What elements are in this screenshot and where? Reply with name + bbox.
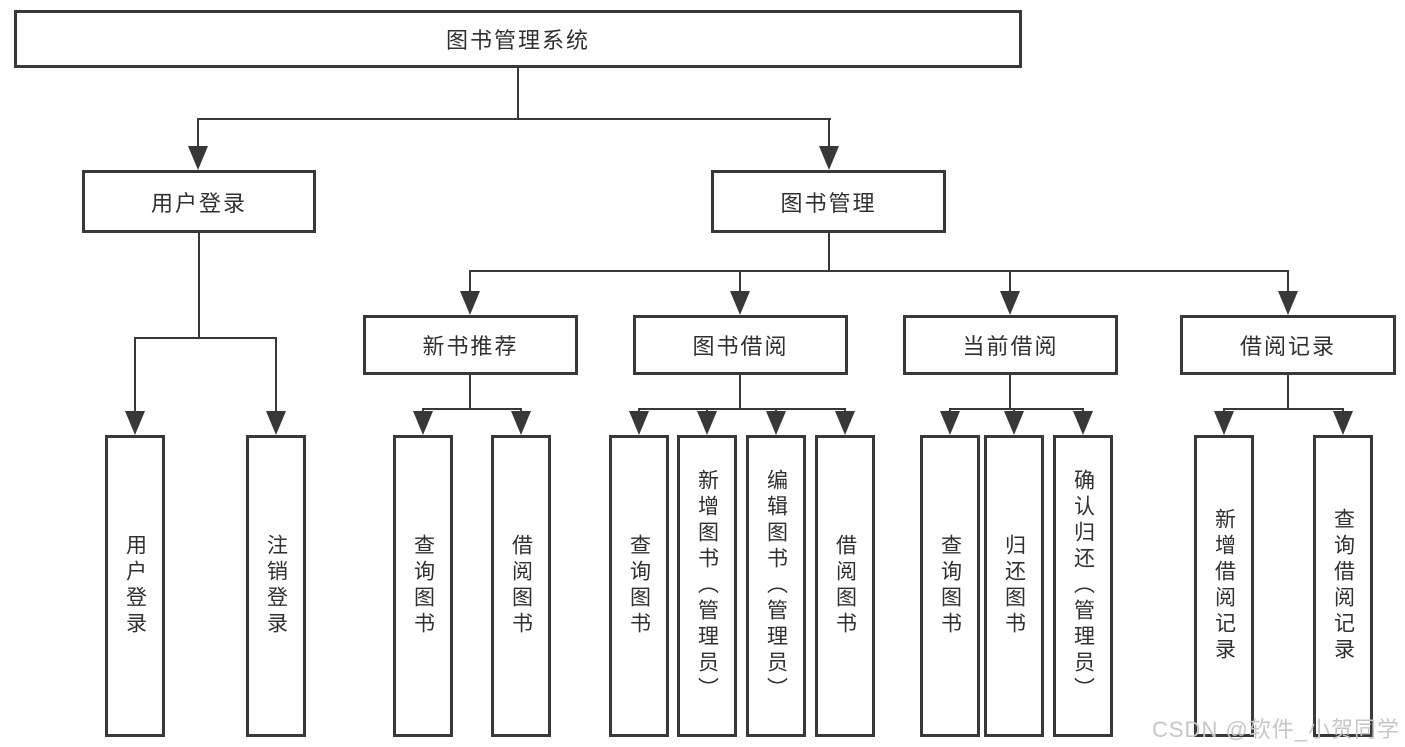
connector-root-trunk	[517, 68, 519, 119]
connector-borrow-records-hline	[1223, 408, 1344, 410]
leaf-return-books: 归还图书	[984, 435, 1044, 737]
arrowhead-leaf-login	[125, 411, 145, 435]
connector-user-login-trunk	[198, 233, 200, 337]
arrowhead-leaf	[1073, 411, 1093, 435]
node-new-book-recommend-label: 新书推荐	[422, 334, 519, 359]
arrowhead-leaf	[940, 411, 960, 435]
arrowhead-leaf	[629, 411, 649, 435]
leaf-confirm-return-admin-label: 确认归还（管理员）	[1071, 469, 1095, 703]
connector-book-management-trunk	[828, 233, 830, 270]
leaf-borrow-books-2-label: 借阅图书	[833, 534, 857, 638]
arrowhead-borrow-records	[1278, 291, 1298, 315]
arrowhead-user-login	[188, 146, 208, 170]
leaf-add-borrow-record-label: 新增借阅记录	[1212, 508, 1236, 664]
connector-new-book-hline	[422, 408, 522, 410]
node-book-management: 图书管理	[711, 170, 946, 233]
connector-new-book-trunk	[469, 375, 471, 408]
leaf-query-books-2-label: 查询图书	[627, 534, 651, 638]
leaf-edit-books-admin: 编辑图书（管理员）	[746, 435, 806, 737]
arrowhead-current-borrow	[1000, 291, 1020, 315]
connector-drop-user-login	[197, 120, 199, 148]
node-current-borrow: 当前借阅	[903, 315, 1118, 375]
arrowhead-leaf-logout	[266, 411, 286, 435]
node-borrow-records: 借阅记录	[1180, 315, 1396, 375]
leaf-add-books-admin-label: 新增图书（管理员）	[695, 469, 719, 703]
node-borrow-records-label: 借阅记录	[1239, 334, 1336, 359]
leaf-query-borrow-records-label: 查询借阅记录	[1331, 508, 1355, 664]
leaf-return-books-label: 归还图书	[1002, 534, 1026, 638]
node-root: 图书管理系统	[14, 10, 1022, 68]
arrowhead-book-management	[819, 146, 839, 170]
leaf-logout: 注销登录	[246, 435, 306, 737]
connector-drop-book-borrow	[739, 272, 741, 293]
leaf-query-borrow-records: 查询借阅记录	[1313, 435, 1373, 737]
node-user-login-label: 用户登录	[150, 190, 247, 216]
arrowhead-new-book	[460, 291, 480, 315]
connector-drop-new-book	[469, 272, 471, 293]
arrowhead-leaf	[835, 411, 855, 435]
arrowhead-leaf	[1333, 411, 1353, 435]
arrowhead-leaf	[1004, 411, 1024, 435]
connector-user-login-hline	[134, 337, 277, 339]
node-root-label: 图书管理系统	[445, 28, 590, 53]
node-book-borrow: 图书借阅	[633, 315, 848, 375]
leaf-user-login-label: 用户登录	[123, 534, 147, 638]
arrowhead-leaf	[413, 411, 433, 435]
leaf-confirm-return-admin: 确认归还（管理员）	[1053, 435, 1113, 737]
connector-borrow-records-trunk	[1287, 375, 1289, 408]
leaf-borrow-books-1-label: 借阅图书	[509, 534, 533, 638]
connector-level2-hline	[197, 118, 831, 120]
leaf-add-borrow-record: 新增借阅记录	[1194, 435, 1254, 737]
leaf-logout-label: 注销登录	[264, 534, 288, 638]
leaf-query-books-1: 查询图书	[393, 435, 453, 737]
node-book-management-label: 图书管理	[780, 190, 877, 216]
arrowhead-leaf	[1214, 411, 1234, 435]
connector-drop-current-borrow	[1009, 272, 1011, 293]
connector-drop-leaf-logout	[275, 339, 277, 413]
leaf-query-books-1-label: 查询图书	[411, 534, 435, 638]
connector-current-borrow-trunk	[1009, 375, 1011, 408]
connector-level3-hline	[469, 270, 1289, 272]
leaf-borrow-books-1: 借阅图书	[491, 435, 551, 737]
connector-drop-book-management	[828, 120, 830, 148]
leaf-query-books-3: 查询图书	[920, 435, 980, 737]
connector-current-borrow-hline	[949, 408, 1084, 410]
node-user-login: 用户登录	[82, 170, 316, 233]
csdn-watermark: CSDN @软件_小贺同学	[1152, 717, 1401, 742]
arrowhead-leaf	[511, 411, 531, 435]
connector-book-borrow-trunk	[739, 375, 741, 408]
connector-drop-borrow-records	[1287, 272, 1289, 293]
arrowhead-leaf	[697, 411, 717, 435]
arrowhead-leaf	[766, 411, 786, 435]
leaf-query-books-3-label: 查询图书	[938, 534, 962, 638]
leaf-user-login: 用户登录	[105, 435, 165, 737]
leaf-borrow-books-2: 借阅图书	[815, 435, 875, 737]
node-new-book-recommend: 新书推荐	[363, 315, 578, 375]
leaf-query-books-2: 查询图书	[609, 435, 669, 737]
arrowhead-book-borrow	[730, 291, 750, 315]
node-book-borrow-label: 图书借阅	[692, 334, 789, 359]
leaf-add-books-admin: 新增图书（管理员）	[677, 435, 737, 737]
leaf-edit-books-admin-label: 编辑图书（管理员）	[764, 469, 788, 703]
node-current-borrow-label: 当前借阅	[962, 334, 1059, 359]
connector-drop-leaf-login	[134, 339, 136, 413]
connector-book-borrow-hline	[638, 408, 846, 410]
